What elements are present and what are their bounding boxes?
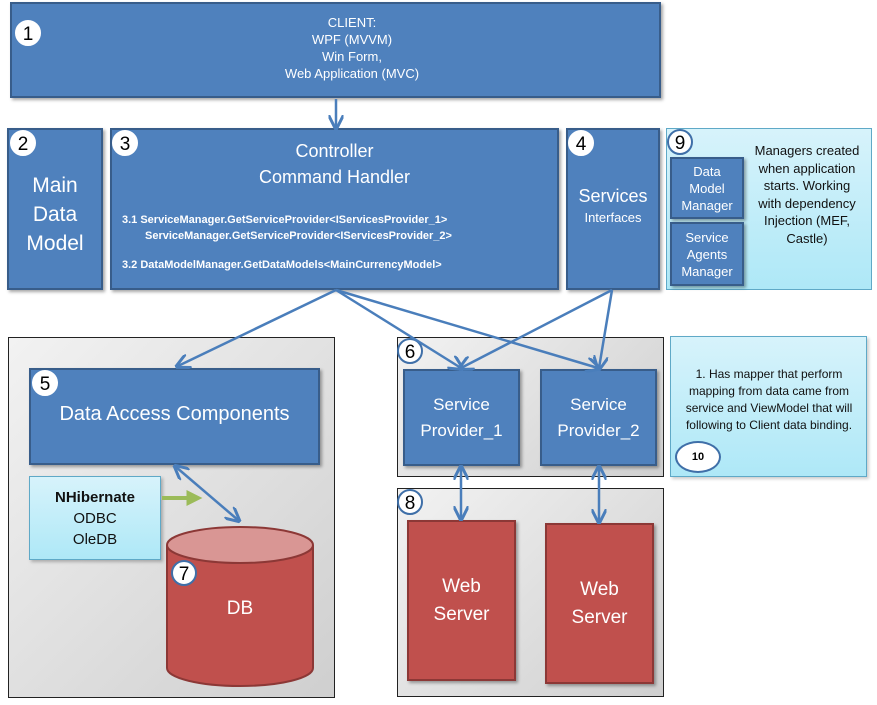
arrow-services-to-provider-2	[599, 289, 614, 368]
step-number-1: 1	[15, 20, 41, 46]
service-agents-manager-line: Agents	[686, 246, 728, 262]
step-number-2: 2	[10, 130, 36, 156]
controller-box: Controller Command Handler 3.1 ServiceMa…	[110, 128, 559, 290]
web-server-2-box: Web Server	[545, 523, 654, 684]
web-server-1-box: Web Server	[407, 520, 516, 681]
client-line: CLIENT:	[327, 15, 377, 30]
mapper-note-text: 1. Has mapper that perform mapping from …	[685, 367, 853, 432]
data-access-title: Data Access Components	[59, 403, 290, 425]
client-box: CLIENT: WPF (MVVM) Win Form, Web Applica…	[10, 2, 661, 98]
step-number-10: 10	[675, 441, 721, 473]
step-number-3: 3	[112, 130, 138, 156]
arrow-controller-to-provider-1	[335, 288, 461, 368]
service-agents-manager-line: Manager	[681, 263, 733, 279]
database-label: DB	[226, 598, 254, 619]
web-server-1-line: Web	[442, 575, 481, 597]
managers-description: Managers created when application starts…	[754, 143, 860, 246]
arrow-services-to-provider-1	[461, 288, 613, 368]
library-oledb: OleDB	[72, 530, 118, 548]
arrow-data-access-db	[176, 467, 238, 520]
services-subtitle: Interfaces	[584, 210, 642, 225]
database-cylinder	[166, 526, 314, 687]
step-number-7: 7	[171, 560, 197, 586]
data-model-manager-box: Data Model Manager	[670, 157, 744, 219]
arrow-controller-to-provider-2	[335, 288, 598, 368]
client-line: Win Form,	[322, 49, 382, 64]
service-provider-2-line: Provider_2	[557, 420, 640, 440]
arrow-controller-to-data-access	[178, 288, 337, 366]
data-libraries-box: NHibernate ODBC OleDB	[29, 476, 161, 560]
controller-step-3-1b: ServiceManager.GetServiceProvider<IServi…	[145, 230, 452, 242]
service-provider-2-line: Service	[570, 394, 627, 414]
service-agents-manager-box: Service Agents Manager	[670, 222, 744, 286]
data-model-manager-line: Data	[693, 163, 721, 179]
service-provider-1-line: Provider_1	[420, 420, 503, 440]
client-line: Web Application (MVC)	[284, 66, 420, 81]
service-provider-1-line: Service	[433, 394, 490, 414]
library-nhibernate: NHibernate	[54, 488, 136, 506]
client-line: WPF (MVVM)	[311, 32, 393, 47]
main-data-model-line: Data	[32, 202, 78, 226]
step-number-5: 5	[32, 370, 58, 396]
main-data-model-line: Model	[26, 231, 84, 255]
library-odbc: ODBC	[73, 509, 117, 527]
controller-step-3-2: 3.2 DataModelManager.GetDataModels<MainC…	[122, 259, 442, 271]
data-access-components-box: Data Access Components	[29, 368, 320, 465]
step-number-4: 4	[568, 130, 594, 156]
data-model-manager-line: Model	[689, 180, 725, 196]
main-data-model-line: Main	[32, 173, 78, 197]
controller-subtitle: Command Handler	[258, 167, 411, 187]
services-title: Services	[578, 186, 648, 206]
step-number-8: 8	[397, 489, 423, 515]
web-server-2-line: Web	[580, 578, 619, 600]
service-agents-manager-line: Service	[685, 229, 729, 245]
data-model-manager-line: Manager	[681, 197, 733, 213]
controller-title: Controller	[295, 141, 374, 161]
step-number-9: 9	[667, 129, 693, 155]
web-server-1-line: Server	[433, 603, 490, 625]
controller-step-3-1a: 3.1 ServiceManager.GetServiceProvider<IS…	[122, 214, 448, 226]
step-number-6: 6	[397, 338, 423, 364]
web-server-2-line: Server	[571, 606, 628, 628]
